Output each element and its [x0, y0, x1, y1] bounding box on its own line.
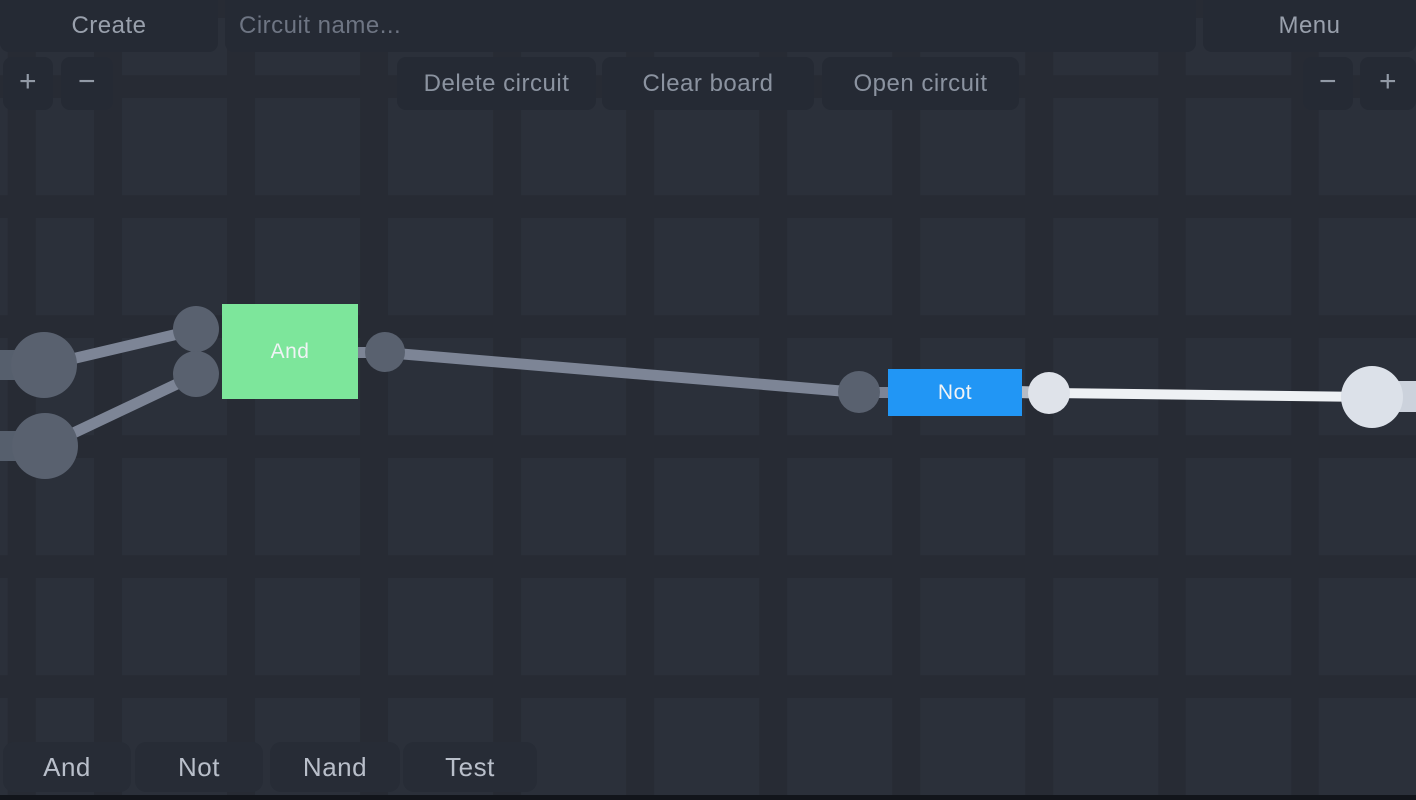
gate-label: And: [270, 339, 310, 363]
palette-item-not[interactable]: Not: [135, 742, 263, 792]
zoom-in-button-left[interactable]: +: [3, 57, 53, 110]
zoom-out-button-left[interactable]: −: [61, 57, 113, 110]
open-circuit-button[interactable]: Open circuit: [822, 57, 1019, 110]
wire-and-to-not: [384, 346, 860, 398]
gate-label: Not: [937, 380, 973, 404]
create-button[interactable]: Create: [0, 0, 218, 52]
palette-item-test[interactable]: Test: [403, 742, 537, 792]
input-node-1[interactable]: [11, 332, 77, 398]
clear-board-button[interactable]: Clear board: [602, 57, 814, 110]
gate-and[interactable]: And: [222, 304, 358, 399]
wire-not-to-output: [1048, 388, 1373, 402]
palette-item-and[interactable]: And: [3, 742, 131, 792]
circuit-name-input[interactable]: [225, 0, 1196, 52]
zoom-out-button-right[interactable]: −: [1303, 57, 1353, 110]
input-node-2[interactable]: [12, 413, 78, 479]
not-output-node[interactable]: [1028, 372, 1070, 414]
menu-button[interactable]: Menu: [1203, 0, 1416, 52]
and-input-node-2[interactable]: [173, 351, 219, 397]
zoom-in-button-right[interactable]: +: [1360, 57, 1416, 110]
and-input-node-1[interactable]: [173, 306, 219, 352]
and-output-node[interactable]: [365, 332, 405, 372]
delete-circuit-button[interactable]: Delete circuit: [397, 57, 596, 110]
not-input-node[interactable]: [838, 371, 880, 413]
output-node[interactable]: [1341, 366, 1403, 428]
gate-not[interactable]: Not: [888, 369, 1022, 416]
bottom-edge: [0, 795, 1416, 800]
palette-item-nand[interactable]: Nand: [270, 742, 400, 792]
